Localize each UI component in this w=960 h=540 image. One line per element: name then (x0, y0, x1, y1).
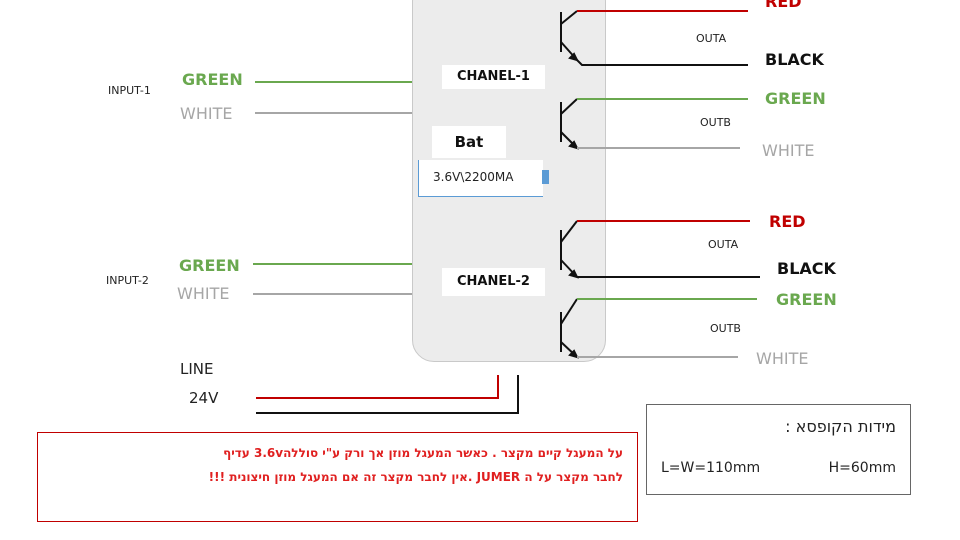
out1-outb-label: OUTB (700, 116, 731, 129)
line-voltage-label: 24V (189, 389, 219, 407)
out1-outa-label: OUTA (696, 32, 727, 45)
dimensions-lw: L=W=110mm (661, 460, 761, 476)
out2-black-label: BLACK (777, 259, 836, 278)
dimensions-title: מידות הקופסא : (785, 417, 896, 436)
battery-terminal-icon (542, 170, 549, 184)
out2-outb-label: OUTB (710, 322, 741, 335)
out2-white-label: WHITE (756, 349, 809, 368)
input2-white-label: WHITE (177, 284, 230, 303)
out1-white-label: WHITE (762, 141, 815, 160)
out2-outa-label: OUTA (708, 238, 739, 251)
channel2-label: CHANEL-2 (442, 268, 545, 296)
line-label: LINE (180, 360, 214, 378)
out1-red-label: RED (765, 0, 802, 11)
line-black-wire (256, 375, 519, 414)
warning-note: על המעגל קיים מקצר . כאשר המעגל מוזן אך … (37, 432, 638, 522)
input2-label: INPUT-2 (106, 274, 149, 287)
input1-white-label: WHITE (180, 104, 233, 123)
out1-black-label: BLACK (765, 50, 824, 69)
warning-line-1: על המעגל קיים מקצר . כאשר המעגל מוזן אך … (223, 446, 623, 460)
transistor-2a (560, 220, 579, 279)
out1-green-label: GREEN (765, 89, 826, 108)
out1-black-wire (576, 59, 748, 66)
out2-green-label: GREEN (776, 290, 837, 309)
input1-green-label: GREEN (182, 70, 243, 89)
battery-spec: 3.6V\2200MA (433, 170, 514, 184)
battery-title: Bat (432, 126, 506, 158)
input1-label: INPUT-1 (108, 84, 151, 97)
line-red-wire (256, 375, 499, 399)
input2-green-label: GREEN (179, 256, 240, 275)
out2-red-label: RED (769, 212, 806, 231)
battery-box: 3.6V\2200MA (418, 160, 543, 197)
transistor-2b (560, 298, 579, 359)
warning-line-2: לחבר מקצר על ה JUMER .אין לחבר מקצר זה א… (208, 470, 623, 484)
channel1-label: CHANEL-1 (442, 65, 545, 89)
box-dimensions: מידות הקופסא : L=W=110mm H=60mm (646, 404, 911, 495)
transistor-1b (560, 98, 579, 150)
dimensions-h: H=60mm (828, 460, 896, 476)
transistor-1a (560, 10, 579, 62)
